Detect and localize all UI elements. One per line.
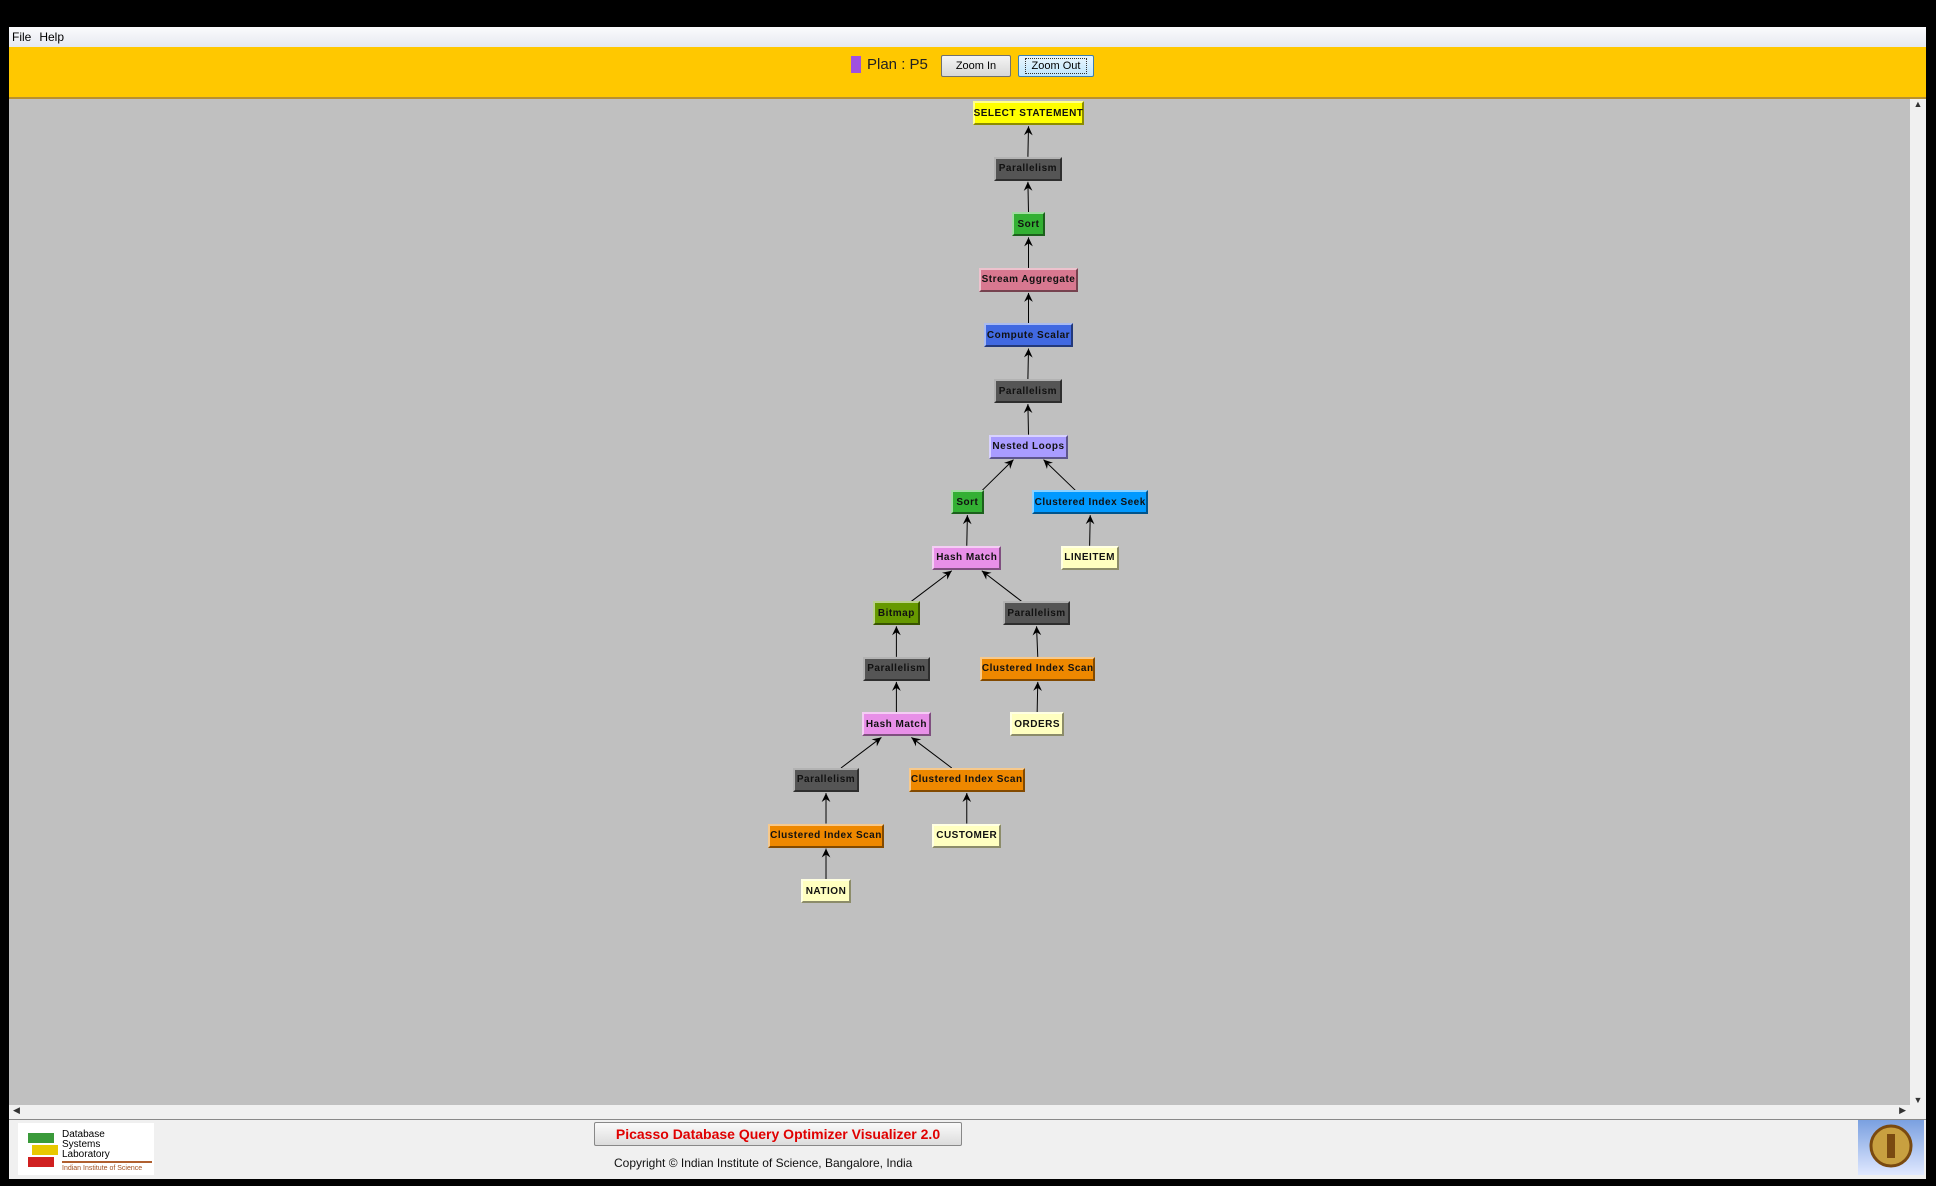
- menu-file[interactable]: File: [12, 30, 32, 44]
- toolbar: Plan : P5 Zoom In Zoom Out: [9, 47, 1926, 99]
- plan-node[interactable]: SELECT STATEMENT: [972, 101, 1085, 126]
- svg-text:Database: Database: [62, 1129, 105, 1140]
- plan-node[interactable]: ORDERS: [1009, 712, 1065, 737]
- zoom-in-button[interactable]: Zoom In: [941, 55, 1011, 77]
- arrowhead-icon: [962, 792, 972, 802]
- plan-edge: [911, 570, 953, 602]
- zoom-out-label: Zoom Out: [1024, 58, 1088, 74]
- iisc-logo: [1858, 1120, 1924, 1175]
- arrowhead-icon: [1023, 181, 1033, 191]
- plan-node[interactable]: Parallelism: [792, 767, 860, 792]
- zoom-out-button[interactable]: Zoom Out: [1018, 55, 1094, 77]
- arrowhead-icon: [981, 570, 992, 580]
- arrowhead-icon: [871, 737, 882, 747]
- plan-node[interactable]: LINEITEM: [1060, 545, 1119, 570]
- plan-edge: [1043, 459, 1076, 491]
- arrowhead-icon: [1043, 459, 1054, 469]
- arrowhead-icon: [1024, 237, 1033, 247]
- plan-node[interactable]: Clustered Index Scan: [980, 656, 1096, 681]
- svg-text:Laboratory: Laboratory: [62, 1149, 110, 1160]
- copyright-text: Copyright © Indian Institute of Science,…: [614, 1156, 913, 1170]
- svg-text:Indian Institute of Science: Indian Institute of Science: [62, 1165, 142, 1172]
- menu-help[interactable]: Help: [39, 30, 65, 44]
- arrowhead-icon: [941, 570, 952, 580]
- plan-label: Plan : P5: [867, 56, 928, 73]
- plan-node[interactable]: NATION: [801, 879, 851, 904]
- arrowhead-icon: [1033, 681, 1042, 691]
- plan-node[interactable]: Parallelism: [863, 656, 930, 681]
- plan-edge: [981, 570, 1022, 602]
- arrowhead-icon: [821, 792, 831, 802]
- arrowhead-icon: [821, 848, 831, 858]
- arrowhead-icon: [1023, 348, 1033, 358]
- plan-edge: [840, 737, 882, 769]
- arrowhead-icon: [1023, 404, 1033, 414]
- arrowhead-icon: [1085, 515, 1095, 525]
- arrowhead-icon: [892, 626, 901, 636]
- app-title-button[interactable]: Picasso Database Query Optimizer Visuali…: [594, 1122, 962, 1146]
- arrowhead-icon: [1023, 126, 1033, 136]
- plan-node[interactable]: Bitmap: [872, 601, 920, 626]
- horizontal-scrollbar[interactable]: ◀▶: [9, 1105, 1926, 1120]
- arrowhead-icon: [962, 515, 972, 525]
- plan-node[interactable]: Stream Aggregate: [979, 267, 1078, 292]
- plan-node[interactable]: Compute Scalar: [984, 323, 1073, 348]
- plan-edge: [982, 459, 1014, 491]
- plan-color-swatch: [851, 56, 861, 73]
- plan-node[interactable]: Hash Match: [861, 712, 931, 737]
- arrowhead-icon: [892, 681, 901, 691]
- plan-node[interactable]: Clustered Index Scan: [908, 767, 1025, 792]
- plan-node[interactable]: Nested Loops: [988, 434, 1068, 459]
- vertical-scrollbar[interactable]: ▲▼: [1910, 99, 1926, 1105]
- arrowhead-icon: [1024, 292, 1033, 302]
- arrowhead-icon: [1032, 626, 1042, 636]
- arrowhead-icon: [1004, 459, 1014, 470]
- plan-node[interactable]: Clustered Index Seek: [1032, 490, 1149, 515]
- plan-node[interactable]: Parallelism: [1002, 601, 1071, 626]
- plan-node[interactable]: Sort: [1012, 212, 1045, 237]
- plan-node[interactable]: Hash Match: [932, 545, 1002, 570]
- plan-node[interactable]: Parallelism: [993, 156, 1062, 181]
- plan-edge: [911, 737, 953, 769]
- arrowhead-icon: [911, 737, 922, 747]
- menu-bar: File Help: [9, 27, 1926, 47]
- svg-text:Systems: Systems: [62, 1139, 100, 1150]
- plan-node[interactable]: Clustered Index Scan: [767, 823, 885, 848]
- plan-node[interactable]: Sort: [950, 490, 985, 515]
- plan-node[interactable]: Parallelism: [993, 379, 1062, 404]
- plan-node[interactable]: CUSTOMER: [932, 823, 1002, 848]
- plan-tree-edges: [821, 126, 1095, 880]
